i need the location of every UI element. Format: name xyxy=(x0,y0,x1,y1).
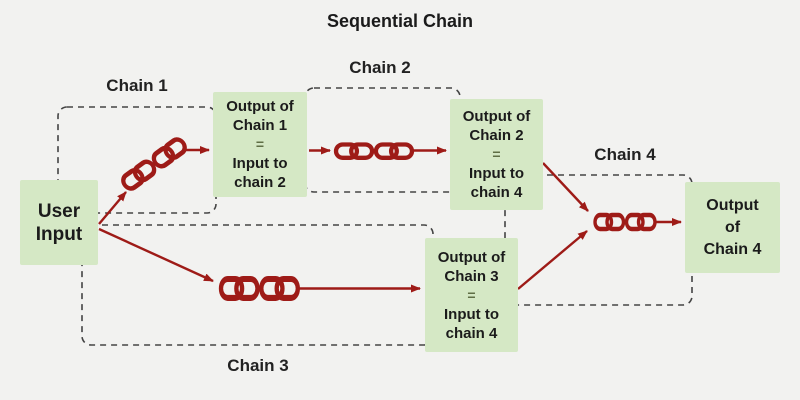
equals-sign: = xyxy=(255,136,265,152)
chain-link-icon xyxy=(121,137,188,191)
chain-link-icon xyxy=(595,215,655,229)
node-line: Output of xyxy=(226,98,294,115)
node-line: chain 4 xyxy=(445,324,498,342)
node-output-chain3: Output of Chain 3 = Input to chain 4 xyxy=(425,238,518,352)
node-line: Input to xyxy=(444,305,499,323)
equals-sign: = xyxy=(467,286,476,303)
node-line: Input xyxy=(35,223,83,245)
node-line: chain 4 xyxy=(470,184,523,201)
node-user-input: User Input xyxy=(20,180,98,265)
chain1-label: Chain 1 xyxy=(106,76,168,95)
chain2-boundary xyxy=(304,87,461,193)
node-line: Chain 4 xyxy=(703,240,762,258)
node-line: Input to xyxy=(232,155,288,172)
diagram-title: Sequential Chain xyxy=(326,11,474,31)
node-line: User xyxy=(37,200,81,222)
node-line: of xyxy=(724,218,741,236)
arrow-output3-to-chain4 xyxy=(517,230,588,290)
node-line: Output xyxy=(706,196,759,214)
chain-link-icon xyxy=(221,279,298,298)
chain2-label: Chain 2 xyxy=(349,58,411,77)
node-output-chain2: Output of Chain 2 = Input to chain 4 xyxy=(450,99,543,210)
node-line: Chain 1 xyxy=(232,117,288,134)
node-line: chain 2 xyxy=(234,174,286,191)
chain3-label: Chain 3 xyxy=(227,356,289,375)
chain-link-icon xyxy=(336,145,412,158)
chain4-label: Chain 4 xyxy=(594,145,656,164)
equals-sign: = xyxy=(492,146,501,162)
node-output-chain1: Output of Chain 1 = Input to chain 2 xyxy=(213,92,307,197)
node-line: Output of xyxy=(462,108,531,125)
arrow-userinput-to-chain1 xyxy=(98,191,127,225)
node-line: Chain 2 xyxy=(469,127,524,144)
arrow-output2-to-chain4 xyxy=(542,162,589,212)
node-line: Output of xyxy=(437,248,506,266)
node-line: Input to xyxy=(469,165,524,182)
node-line: Chain 3 xyxy=(444,267,499,285)
node-output-chain4: Output of Chain 4 xyxy=(685,182,780,273)
arrow-userinput-to-chain3 xyxy=(98,227,214,283)
